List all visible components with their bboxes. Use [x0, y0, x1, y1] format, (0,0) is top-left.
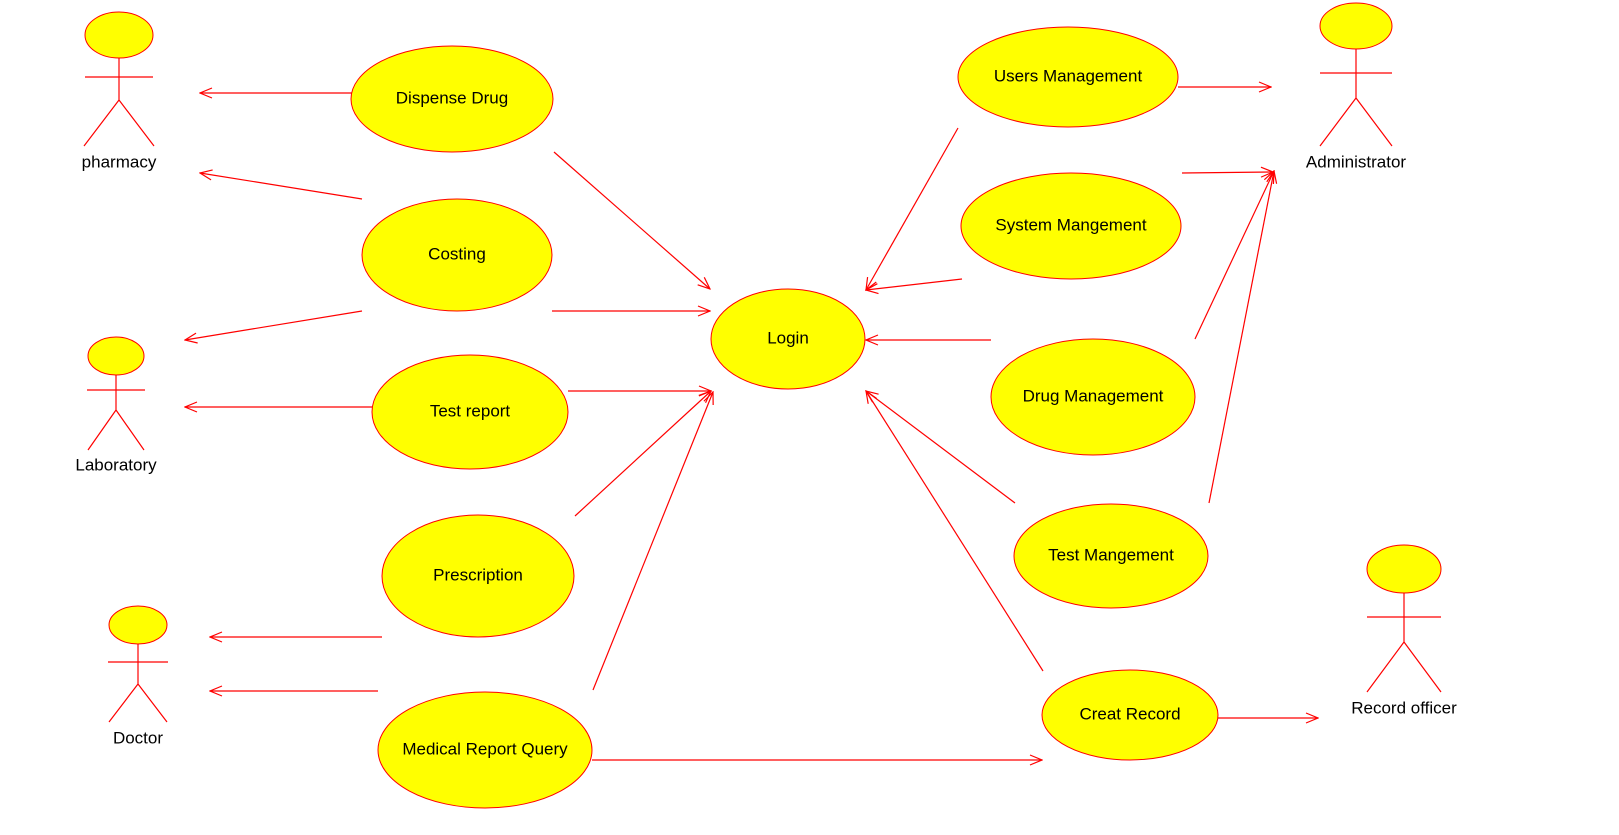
association-prescription-to-login [574, 391, 711, 517]
usecase-costing-label: Costing [428, 244, 486, 263]
actor-pharmacy-figure [83, 58, 155, 147]
usecase-medical-report-query: Medical Report Query [377, 691, 593, 809]
association-creat-record-to-login [866, 391, 1044, 672]
actor-administrator-figure [1319, 49, 1393, 147]
usecase-dispense-drug-label: Dispense Drug [396, 88, 508, 107]
actor-doctor-label: Doctor [113, 728, 163, 747]
usecase-creat-record-label: Creat Record [1079, 704, 1180, 723]
usecase-users-management-label: Users Management [994, 66, 1143, 85]
association-costing-to-laboratory [185, 310, 363, 340]
usecase-creat-record: Creat Record [1041, 669, 1219, 761]
actor-laboratory: Laboratory [75, 336, 157, 474]
actor-administrator-head [1319, 2, 1393, 50]
association-users-management-to-login [866, 127, 959, 290]
usecase-test-report-label: Test report [430, 401, 511, 420]
actor-pharmacy: pharmacy [82, 11, 157, 171]
association-test-management-to-login [866, 391, 1016, 504]
usecase-system-management-label: System Mangement [995, 215, 1146, 234]
actor-laboratory-label: Laboratory [75, 455, 157, 474]
association-system-management-to-login [866, 278, 963, 290]
actor-doctor-head [108, 605, 168, 645]
usecase-test-management: Test Mangement [1013, 503, 1209, 609]
usecase-login-label: Login [767, 328, 809, 347]
usecase-drug-management: Drug Management [990, 338, 1196, 456]
association-costing-to-pharmacy [200, 173, 363, 200]
usecase-medical-report-query-label: Medical Report Query [402, 739, 568, 758]
actor-doctor-figure [108, 644, 168, 723]
association-test-management-to-administrator [1208, 171, 1274, 504]
usecase-users-management: Users Management [957, 26, 1179, 128]
actor-record-officer: Record officer [1351, 544, 1457, 717]
actor-record-officer-label: Record officer [1351, 698, 1457, 717]
association-medical-report-query-to-login [592, 392, 713, 691]
usecase-test-report: Test report [371, 354, 569, 470]
usecase-prescription: Prescription [381, 514, 575, 638]
actor-pharmacy-head [84, 11, 154, 59]
association-system-management-to-administrator [1181, 172, 1273, 173]
actor-doctor: Doctor [108, 605, 168, 747]
usecase-system-management: System Mangement [960, 172, 1182, 280]
usecase-drug-management-label: Drug Management [1023, 386, 1164, 405]
actor-record-officer-figure [1366, 593, 1442, 693]
association-dispense-drug-to-login [553, 151, 710, 289]
association-drug-management-to-administrator [1194, 171, 1274, 340]
actor-pharmacy-label: pharmacy [82, 152, 157, 171]
usecase-dispense-drug: Dispense Drug [350, 45, 554, 153]
actor-laboratory-head [87, 336, 145, 376]
usecase-prescription-label: Prescription [433, 565, 523, 584]
actor-laboratory-figure [87, 375, 145, 451]
usecase-test-management-label: Test Mangement [1048, 545, 1174, 564]
usecase-costing: Costing [361, 198, 553, 312]
actor-administrator: Administrator [1306, 2, 1406, 171]
usecase-login: Login [710, 288, 866, 390]
actor-administrator-label: Administrator [1306, 152, 1406, 171]
actor-record-officer-head [1366, 544, 1442, 594]
